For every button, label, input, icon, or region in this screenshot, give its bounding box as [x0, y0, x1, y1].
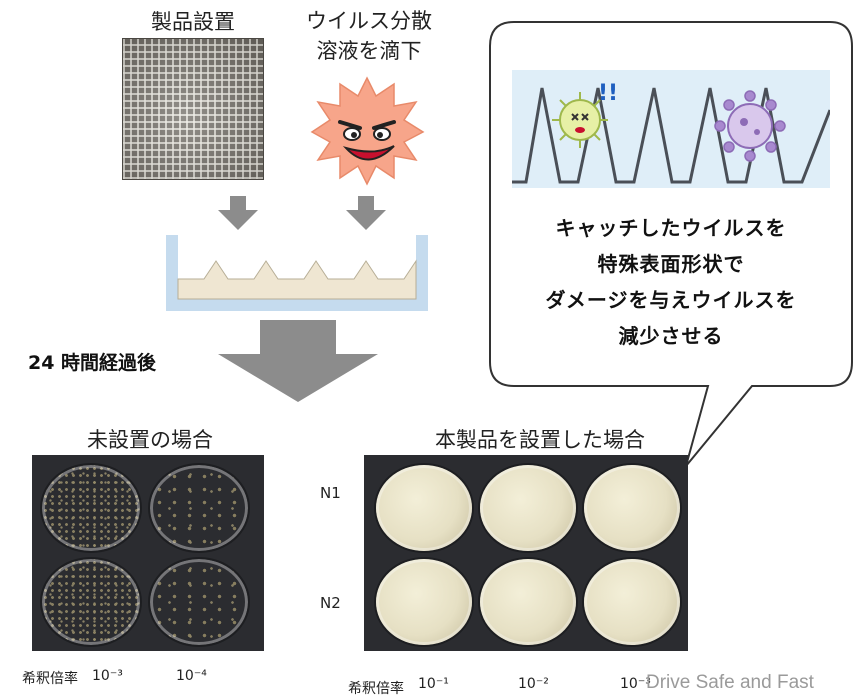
down-arrow-icon: [346, 196, 386, 230]
row-label-n2: N2: [320, 594, 341, 612]
virus-label-line1: ウイルス分散: [306, 9, 432, 33]
virus-label-line2: 溶液を滴下: [316, 39, 422, 63]
product-fabric-image: [122, 38, 264, 180]
caption-line: 特殊表面形状で: [597, 252, 745, 276]
large-down-arrow-icon: [218, 320, 378, 402]
dilution-value: 10⁻³: [620, 676, 651, 692]
dilution-value: 10⁻³: [92, 668, 123, 684]
right-result-title: 本製品を設置した場合: [435, 428, 645, 452]
petri-dish: [42, 559, 140, 645]
damaged-virus-icon: [552, 92, 608, 148]
down-arrow-icon: [218, 196, 258, 230]
virus-label: ウイルス分散 溶液を滴下: [284, 6, 454, 66]
virus-particle-icon: [714, 90, 786, 162]
petri-dish: [42, 465, 140, 551]
petri-dish: [584, 559, 680, 645]
dilution-label-left: 希釈倍率: [22, 671, 78, 687]
petri-dish: [376, 559, 472, 645]
petri-dish: [480, 559, 576, 645]
elapsed-time-label: 24 時間経過後: [28, 352, 157, 374]
control-plate-photo: [32, 455, 264, 651]
product-plate-photo: [364, 455, 688, 651]
petri-dish: [584, 465, 680, 551]
dilution-value: 10⁻¹: [418, 676, 449, 692]
svg-text:!!: !!: [598, 81, 618, 106]
dilution-label-right: 希釈倍率: [348, 681, 404, 697]
test-tray-diagram: [166, 235, 428, 311]
row-label-n1: N1: [320, 484, 341, 502]
product-label: 製品設置: [151, 10, 235, 34]
petri-dish: [150, 465, 248, 551]
caption-line: 減少させる: [618, 324, 724, 348]
virus-mascot-icon: [310, 76, 425, 186]
petri-dish: [480, 465, 576, 551]
petri-dish: [150, 559, 248, 645]
bubble-caption: キャッチしたウイルスを 特殊表面形状で ダメージを与えウイルスを 減少させる: [496, 210, 846, 354]
dilution-value: 10⁻²: [518, 676, 549, 692]
petri-dish: [376, 465, 472, 551]
caption-line: ダメージを与えウイルスを: [545, 288, 797, 312]
dilution-value: 10⁻⁴: [176, 668, 207, 684]
left-result-title: 未設置の場合: [87, 428, 213, 452]
virus-capture-illustration: !!: [512, 70, 830, 188]
watermark-text: Drive Safe and Fast: [646, 672, 814, 693]
caption-line: キャッチしたウイルスを: [555, 216, 787, 240]
